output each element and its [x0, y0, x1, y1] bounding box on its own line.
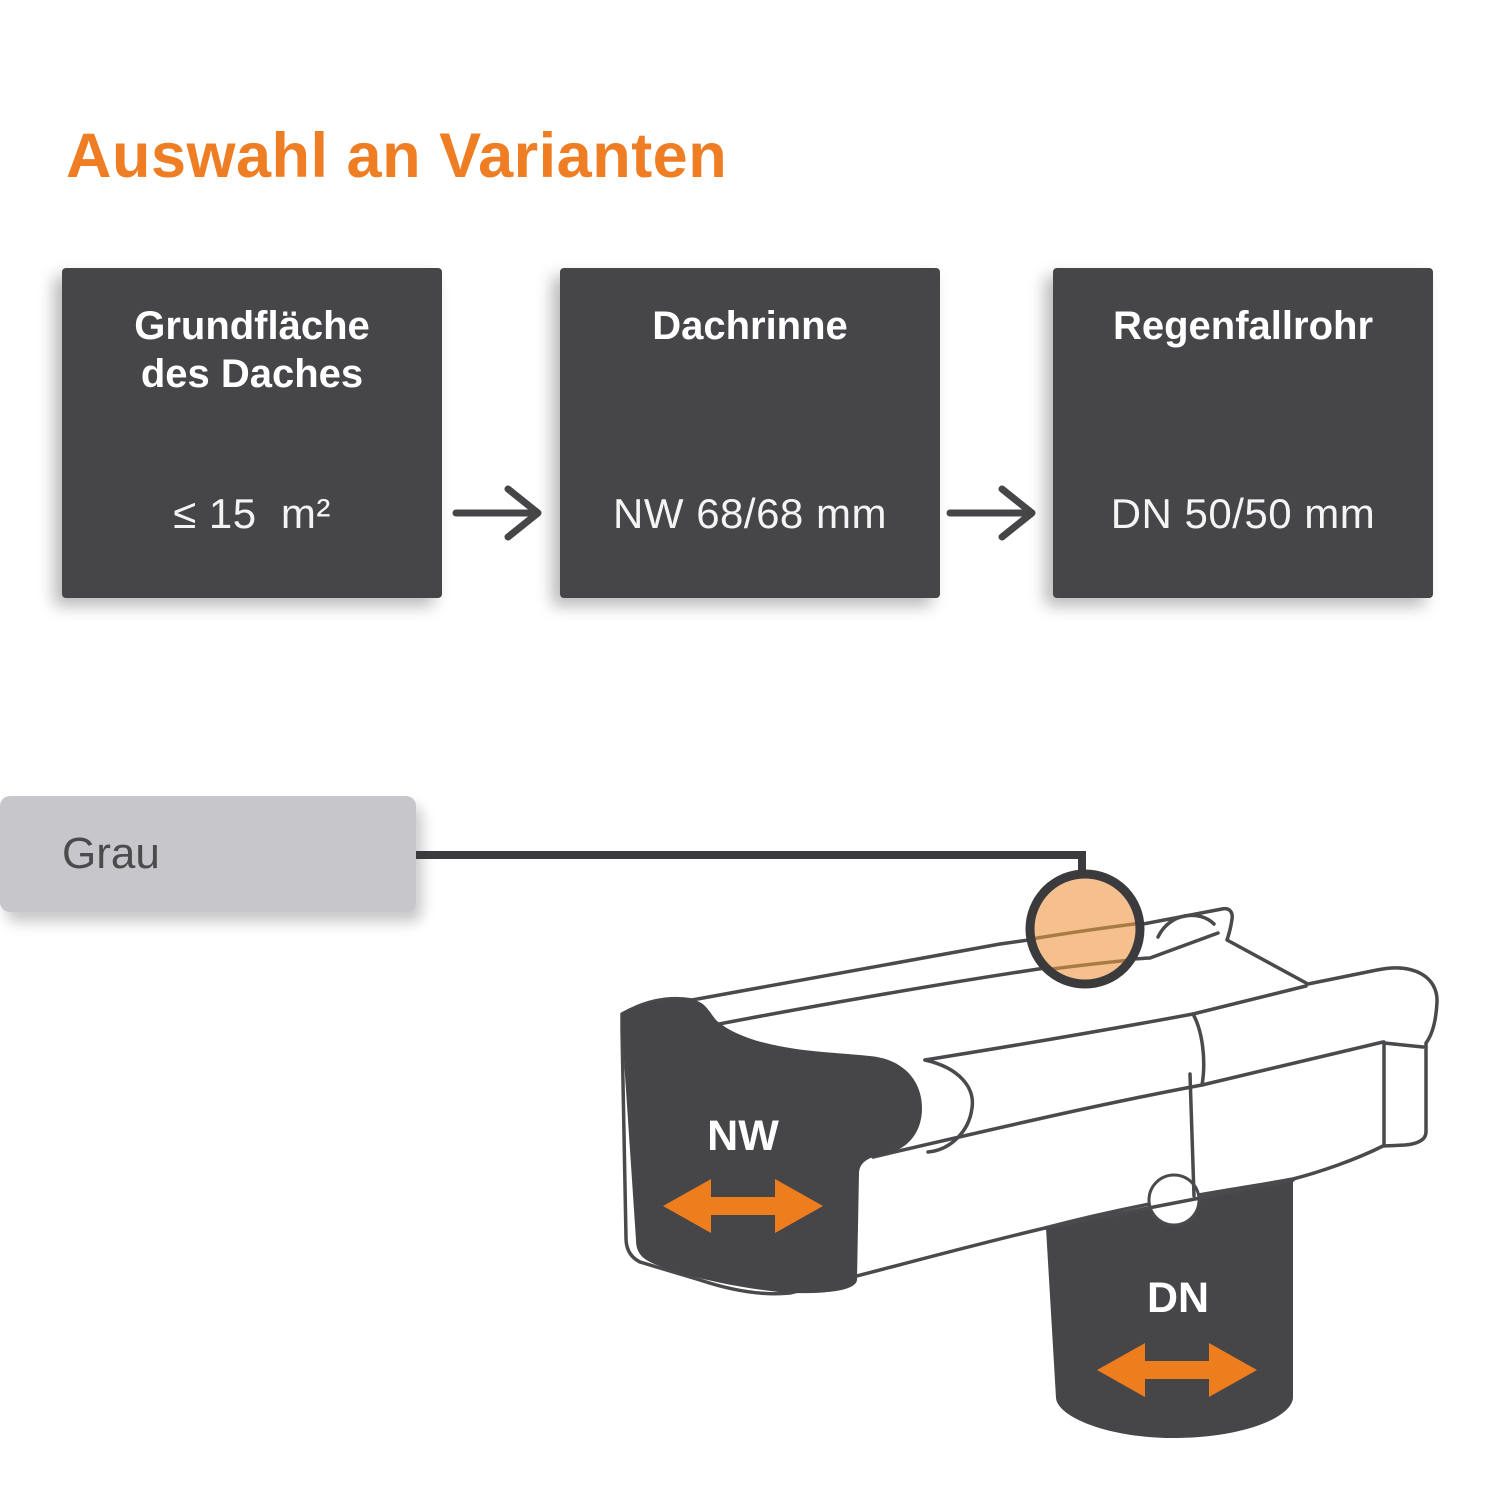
grau-color-label: Grau	[62, 829, 160, 878]
flow-box-title: Grundfläche des Daches	[134, 304, 370, 396]
flow-box-title: Regenfallrohr	[1112, 304, 1374, 348]
dn-label: DN	[1147, 1274, 1209, 1322]
flow-box-downpipe: Regenfallrohr DN 50/50 mm	[1053, 268, 1433, 598]
flow-box-title: Dachrinne	[652, 304, 848, 348]
page-title: Auswahl an Varianten	[66, 121, 728, 191]
flow-box-value: NW 68/68 mm	[613, 490, 887, 537]
nw-label: NW	[707, 1112, 779, 1160]
connector-line	[416, 851, 1086, 876]
flow-arrow-icon	[452, 485, 542, 541]
flow-box-value: DN 50/50 mm	[1110, 490, 1376, 537]
flow-box-roof-area: Grundfläche des Daches ≤ 15 m²	[62, 268, 442, 598]
flow-box-gutter: Dachrinne NW 68/68 mm	[560, 268, 940, 598]
flow-box-value: ≤ 15 m²	[173, 490, 331, 537]
grau-color-chip: Grau	[0, 796, 416, 912]
dn-width-arrow-icon	[1097, 1343, 1257, 1397]
nw-width-arrow-icon	[663, 1179, 823, 1233]
outlet-notch	[1147, 1173, 1201, 1227]
flow-arrow-icon	[946, 485, 1036, 541]
highlight-circle	[1025, 869, 1145, 989]
